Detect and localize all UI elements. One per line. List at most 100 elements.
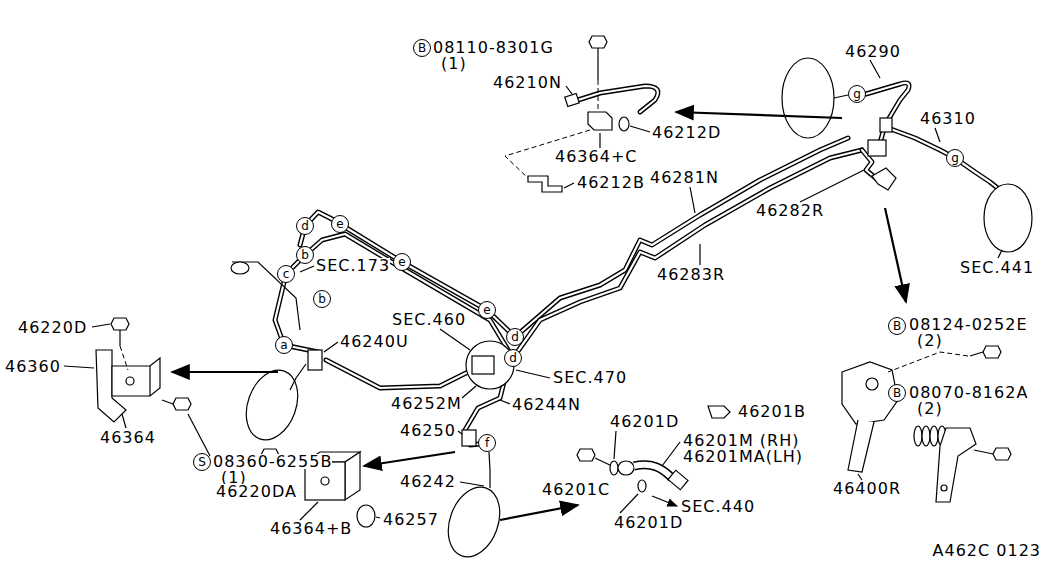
leader-line (460, 482, 484, 486)
rear-area (690, 58, 1032, 265)
part-number: 46281N (650, 170, 719, 185)
part-number: 08110-8301G (433, 40, 554, 55)
circled-letter: d (506, 328, 524, 346)
rear-disc (782, 58, 834, 138)
circled-letter: b (313, 290, 331, 308)
leader-line (630, 126, 650, 132)
pipe (326, 360, 468, 388)
circled-letter: e (478, 301, 496, 319)
hole (321, 477, 329, 485)
part-number: 46364+B (270, 521, 352, 536)
washer (638, 480, 646, 492)
circle-letter: B (893, 320, 901, 332)
part-number: 46290 (845, 44, 901, 59)
hose (634, 465, 672, 478)
bolt-head (589, 36, 607, 48)
leader-line (614, 431, 616, 459)
part-number: SEC.173 (316, 258, 390, 273)
part-number: 08360-6255B (213, 454, 332, 469)
circled-letter: S (193, 453, 211, 471)
assembly-line (598, 80, 599, 110)
part-number: 46250 (400, 423, 456, 438)
port (866, 378, 878, 390)
hose (489, 452, 490, 488)
bracket (308, 350, 322, 370)
part-number: 46201MA(LH) (683, 449, 803, 464)
part-number: 08124-0252E (909, 317, 1028, 332)
leader-line (998, 250, 1002, 258)
leader-line (188, 414, 210, 456)
pipe (300, 212, 515, 337)
leader-line (462, 386, 476, 398)
part-number: 46220D (18, 320, 87, 335)
part-number: (1) (441, 56, 467, 71)
circled-letter: d (296, 217, 314, 235)
pipe (578, 86, 658, 112)
circle-letter: e (483, 304, 490, 316)
part-number: 46244N (512, 397, 581, 412)
leader-line (300, 502, 318, 520)
circle-letter: g (951, 152, 959, 164)
leader-line (566, 86, 572, 94)
part-number: 46201C (542, 482, 610, 497)
bracket (872, 168, 896, 190)
circle-letter: d (301, 220, 309, 232)
circle-letter: e (398, 256, 405, 268)
lever (848, 420, 874, 472)
pipe (578, 86, 658, 112)
part-number: (1) (221, 470, 247, 485)
circle-letter: c (283, 268, 290, 280)
part-number: 46242 (400, 474, 456, 489)
bracket (528, 176, 562, 192)
leader-line (935, 128, 940, 142)
leader-line (564, 183, 574, 188)
pipe (275, 234, 513, 358)
pipe (275, 234, 513, 358)
circle-letter: d (509, 352, 517, 364)
part-number: 46283R (657, 267, 725, 282)
leader-line (690, 187, 695, 213)
part-number: SEC.460 (392, 312, 466, 327)
leader-line (620, 494, 638, 513)
arrow (172, 371, 278, 373)
leader-line (870, 60, 880, 78)
assembly-line (888, 352, 968, 372)
part-number: A462C 0123 (933, 543, 1041, 558)
pipe (513, 150, 862, 358)
clip (708, 406, 730, 418)
circle-letter: b (318, 293, 326, 305)
part-number: SEC.441 (960, 260, 1034, 275)
circled-letter: e (331, 215, 349, 233)
washer (619, 117, 629, 131)
pipe (513, 150, 862, 358)
circle-letter: b (301, 249, 309, 261)
connector (880, 118, 892, 132)
brake-pipes (275, 83, 1000, 445)
circled-letter: b (296, 246, 314, 264)
bolt-shaft (974, 450, 993, 454)
part-number: 46310 (920, 111, 976, 126)
front-left-area (64, 262, 338, 456)
leader-line (92, 324, 110, 327)
circle-letter: f (485, 437, 489, 449)
hole (941, 485, 947, 491)
middle-area (261, 329, 550, 564)
leader-line (324, 342, 338, 352)
front-disc (237, 363, 307, 447)
circle-letter: e (336, 218, 343, 230)
front-disc (439, 480, 509, 564)
part-number: (2) (917, 333, 943, 348)
circled-letter: B (888, 317, 906, 335)
part-number: 46364+C (555, 149, 637, 164)
circled-letter: d (504, 349, 522, 367)
block-side (345, 452, 360, 500)
circled-letter: f (478, 434, 496, 452)
leader-line (64, 366, 94, 368)
part-number: 46201B (738, 404, 806, 419)
leader-line (376, 517, 380, 518)
flare-nut (565, 93, 580, 106)
bolt-head (983, 346, 1001, 358)
leader-line (699, 244, 700, 265)
pipe (300, 212, 515, 337)
part-number: 46220DA (216, 484, 297, 499)
